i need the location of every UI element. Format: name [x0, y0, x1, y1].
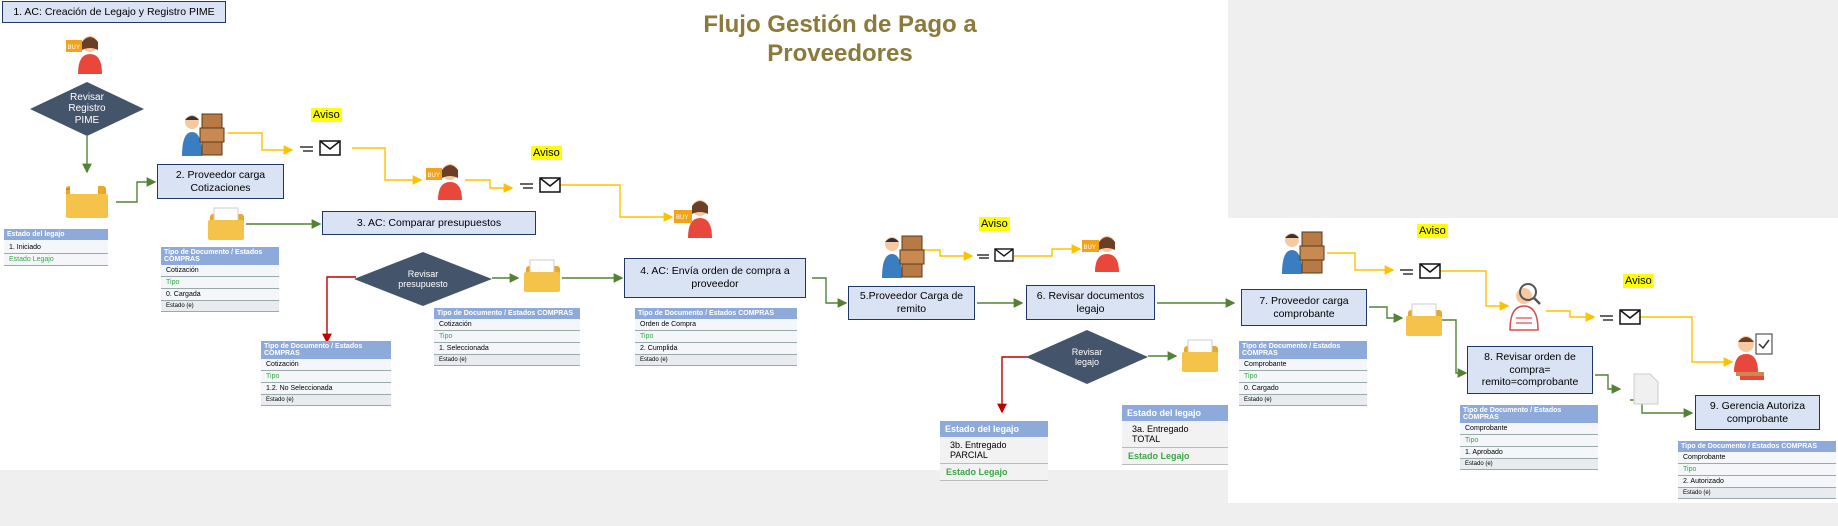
manager-approve-icon: [1734, 333, 1773, 380]
document-status-table: Tipo de Documento / Estados COMPRAS Coti…: [161, 247, 279, 312]
decision-revisar-presupuesto: Revisar presupuesto: [354, 252, 492, 306]
seller-avatar-icon: BUY: [674, 200, 712, 238]
supplier-boxes-icon: [182, 113, 225, 156]
step-1-box: 1. AC: Creación de Legajo y Registro PIM…: [2, 1, 226, 23]
legajo-status-table: Estado del legajo 3a. Entregado TOTAL Es…: [1122, 405, 1228, 465]
legajo-status-table: Estado del legajo 3b. Entregado PARCIAL …: [940, 421, 1048, 481]
document-status-table: Tipo de Documento / Estados COMPRAS Coti…: [434, 308, 580, 366]
decision-revisar-registro-pime: Revisar Registro PIME: [30, 82, 144, 136]
envelope-icon: [977, 248, 1014, 262]
svg-text:BUY: BUY: [676, 215, 688, 221]
supplier-boxes-icon: [1282, 231, 1325, 274]
svg-text:BUY: BUY: [1084, 245, 1096, 251]
svg-text:BUY: BUY: [68, 45, 80, 51]
aviso-label: Aviso: [1623, 274, 1654, 288]
document-status-table: Tipo de Documento / Estados COMPRAS Comp…: [1460, 405, 1598, 470]
seller-avatar-icon: BUY: [1082, 236, 1119, 272]
folder-icon: [1182, 339, 1218, 372]
document-icon: [1633, 373, 1659, 405]
folder-icon: [524, 259, 560, 292]
aviso-label: Aviso: [311, 108, 342, 122]
document-status-table: Tipo de Documento / Estados COMPRAS Comp…: [1678, 441, 1836, 499]
envelope-icon: [520, 177, 561, 193]
step-9-box: 9. Gerencia Autoriza comprobante: [1695, 395, 1820, 430]
folder-icon: [1406, 303, 1442, 336]
legajo-status-table: Estado del legajo 1. Iniciado Estado Leg…: [4, 229, 108, 266]
step-7-box: 7. Proveedor carga comprobante: [1241, 289, 1367, 326]
decision-revisar-legajo: Revisar legajo: [1026, 330, 1148, 384]
reviewer-magnifier-icon: [1509, 283, 1541, 331]
aviso-label: Aviso: [531, 146, 562, 160]
supplier-boxes-icon: [882, 235, 925, 278]
document-status-table: Tipo de Documento / Estados COMPRAS Orde…: [635, 308, 797, 366]
aviso-label: Aviso: [1417, 224, 1448, 238]
aviso-label: Aviso: [979, 217, 1010, 231]
document-status-table: Tipo de Documento / Estados COMPRAS Comp…: [1239, 341, 1367, 406]
step-2-box: 2. Proveedor carga Cotizaciones: [157, 164, 284, 199]
svg-text:BUY: BUY: [428, 173, 440, 179]
folder-icon: [208, 207, 244, 240]
step-5-box: 5.Proveedor Carga de remito: [848, 286, 975, 320]
canvas-area: [0, 0, 1228, 470]
step-3-box: 3. AC: Comparar presupuestos: [322, 211, 536, 235]
folder-icon: [66, 182, 108, 218]
step-4-box: 4. AC: Envía orden de compra a proveedor: [624, 258, 806, 298]
step-8-box: 8. Revisar orden de compra= remito=compr…: [1467, 346, 1593, 394]
seller-avatar-icon: BUY: [66, 36, 102, 74]
envelope-icon: [1600, 309, 1641, 325]
step-6-box: 6. Revisar documentos legajo: [1026, 285, 1155, 320]
seller-avatar-icon: BUY: [426, 164, 462, 200]
envelope-icon: [1400, 263, 1441, 279]
diagram-title: Flujo Gestión de Pago a Proveedores: [703, 11, 977, 67]
envelope-icon: [300, 140, 341, 156]
document-status-table: Tipo de Documento / Estados COMPRAS Coti…: [261, 341, 391, 406]
